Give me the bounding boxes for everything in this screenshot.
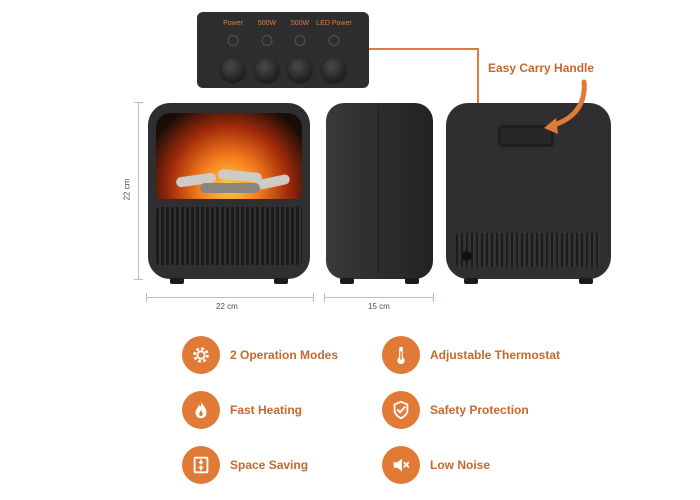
- led-glyph-icon: [328, 35, 340, 46]
- feature-thermostat: Adjustable Thermostat: [382, 336, 560, 374]
- power-knob: [221, 58, 245, 82]
- heat-glyph-icon: [261, 35, 273, 46]
- shield-check-icon: [382, 391, 420, 429]
- height-dimension-line: [138, 102, 139, 280]
- feature-space-saving: Space Saving: [182, 446, 308, 484]
- back-grille: [456, 233, 601, 267]
- feature-label: Space Saving: [230, 458, 309, 472]
- feature-label: Safety Protection: [430, 403, 529, 417]
- heat-glyph-icon: [294, 35, 306, 46]
- control-panel: Power 500W 500W LED Power: [197, 12, 369, 88]
- feature-label: Fast Heating: [230, 403, 303, 417]
- led-power-label: LED Power: [316, 20, 352, 27]
- carry-handle-callout: Easy Carry Handle: [488, 61, 595, 75]
- side-seam: [378, 109, 379, 273]
- power-plug-socket: [462, 251, 472, 261]
- panel-connector-line: [369, 48, 478, 50]
- feature-label: 2 Operation Modes: [230, 348, 339, 362]
- power-glyph-icon: [227, 35, 239, 46]
- thermometer-icon: [382, 336, 420, 374]
- depth-dimension-line: [324, 297, 434, 298]
- flame-window: [156, 113, 302, 199]
- 500w-label-1: 500W: [257, 20, 277, 27]
- heater-front-view: [148, 103, 310, 284]
- 500w-knob-2: [288, 58, 312, 82]
- heater-side-view: [326, 103, 433, 284]
- feature-label: Low Noise: [430, 458, 491, 472]
- front-grille: [156, 207, 302, 265]
- feature-safety-protection: Safety Protection: [382, 391, 529, 429]
- depth-label: 15 cm: [368, 302, 390, 311]
- feature-operation-modes: 2 Operation Modes: [182, 336, 338, 374]
- carry-handle: [498, 125, 554, 147]
- 500w-label-2: 500W: [290, 20, 310, 27]
- curved-arrow-icon: [544, 79, 587, 134]
- speaker-mute-icon: [382, 446, 420, 484]
- flame-icon: [182, 391, 220, 429]
- width-dimension-line: [146, 297, 314, 298]
- feature-low-noise: Low Noise: [382, 446, 490, 484]
- power-label: Power: [223, 20, 243, 27]
- led-power-knob: [322, 58, 346, 82]
- compress-icon: [182, 446, 220, 484]
- feature-fast-heating: Fast Heating: [182, 391, 302, 429]
- feature-label: Adjustable Thermostat: [430, 348, 561, 362]
- gear-icon: [182, 336, 220, 374]
- 500w-knob-1: [255, 58, 279, 82]
- height-label: 22 cm: [122, 178, 132, 201]
- width-label: 22 cm: [216, 302, 238, 311]
- heater-back-view: [446, 103, 611, 284]
